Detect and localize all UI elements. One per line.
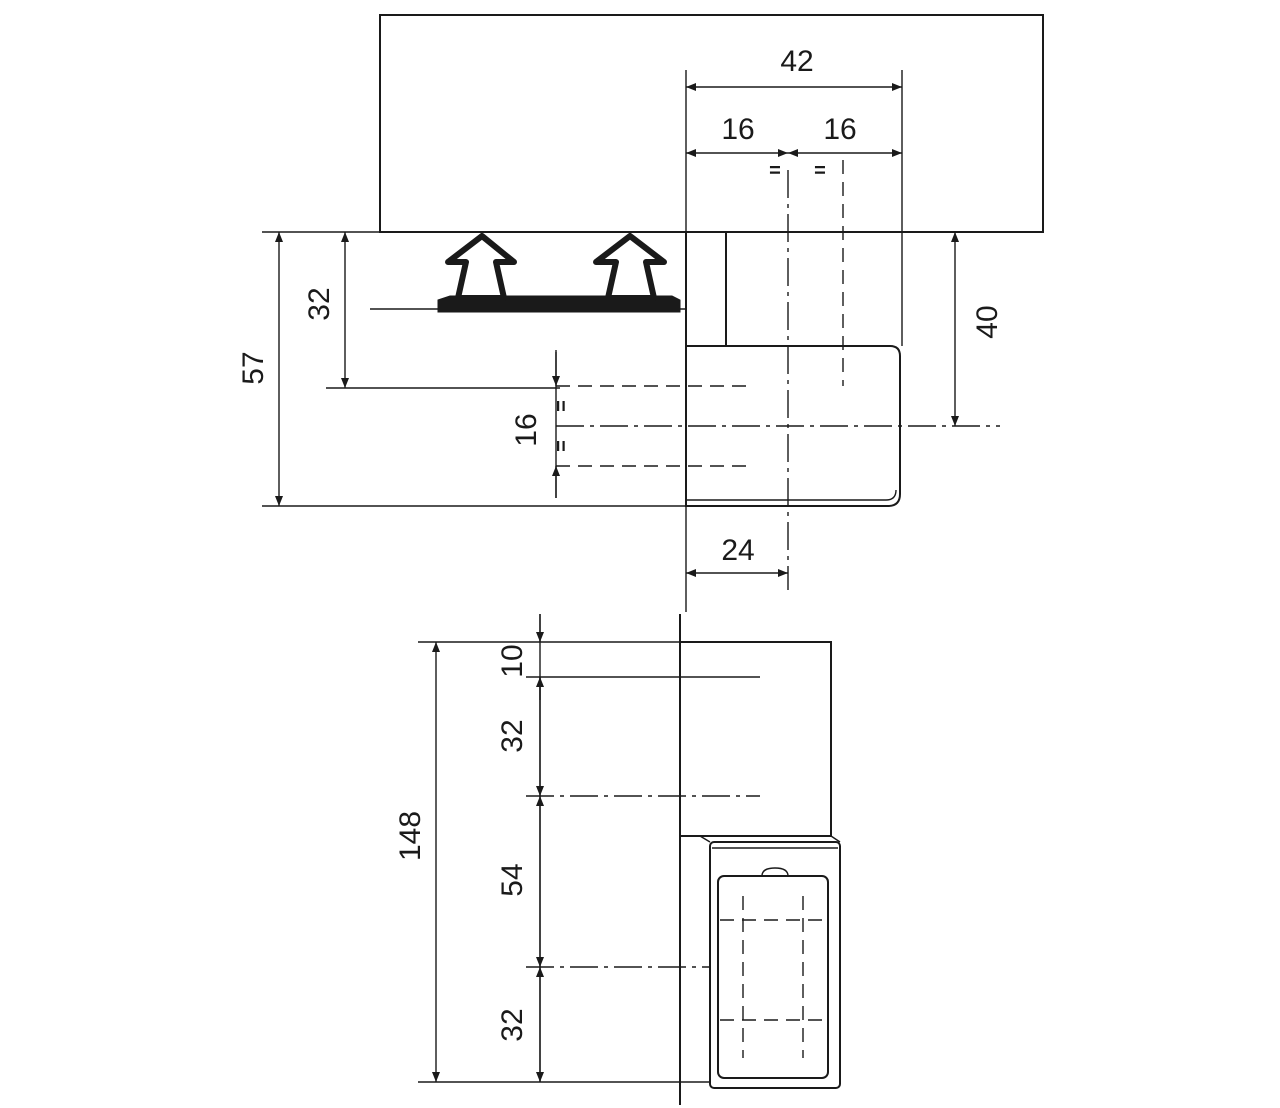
- dim-32-upper-label: 32: [496, 719, 529, 752]
- clamp-housing-inner-edge: [686, 489, 897, 501]
- side-view: 148 10 32 54 32: [394, 614, 841, 1105]
- equal-mark-vert-upper: =: [551, 400, 573, 412]
- upper-fitting-block: [679, 641, 832, 837]
- rail-mushroom-left: [445, 233, 517, 301]
- dim-148-label: 148: [394, 811, 427, 861]
- dim-16-vert-label: 16: [510, 413, 543, 446]
- dim-16-left-label: 16: [721, 113, 754, 146]
- top-view: 42 16 16 = = 57 32 40 16 = = 24: [237, 14, 1044, 612]
- lower-clamp-screw: [761, 867, 789, 877]
- rail-mushroom-right: [593, 233, 667, 301]
- dim-16-right-label: 16: [823, 113, 856, 146]
- clamp-housing: [685, 345, 901, 507]
- dim-54-label: 54: [496, 863, 529, 896]
- lower-clamp-connector: [699, 835, 841, 843]
- lower-clamp-inner: [717, 875, 829, 1079]
- dim-40-label: 40: [971, 305, 1004, 338]
- dim-24-label: 24: [721, 534, 754, 567]
- equal-mark-top-right: =: [814, 160, 826, 182]
- dim-32-label: 32: [303, 287, 336, 320]
- equal-mark-vert-lower: =: [551, 440, 573, 452]
- equal-mark-top-left: =: [769, 160, 781, 182]
- dim-10-label: 10: [496, 644, 529, 677]
- dim-57-label: 57: [237, 351, 270, 384]
- mounting-plate: [379, 14, 1044, 233]
- lower-clamp-housing: [709, 841, 841, 1089]
- dim-32-lower-label: 32: [496, 1008, 529, 1041]
- clamp-upper-block: [685, 231, 727, 347]
- dim-42-label: 42: [780, 45, 813, 78]
